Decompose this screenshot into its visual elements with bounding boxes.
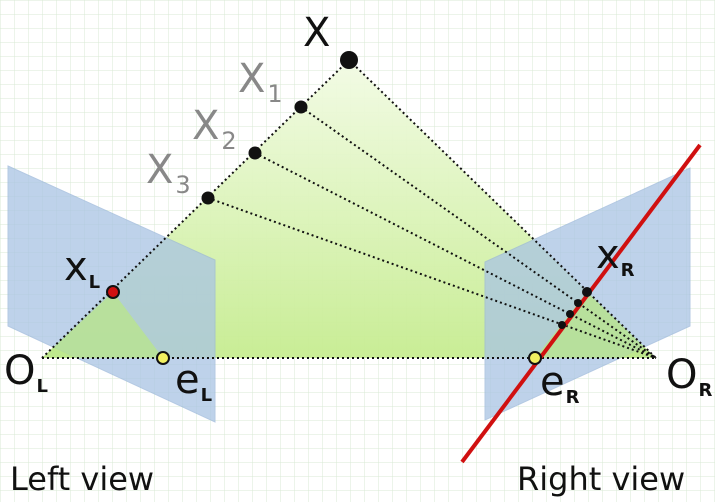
label-xl: xL: [64, 244, 100, 293]
point-x1: [294, 100, 308, 114]
caption-left-view: Left view: [10, 460, 154, 498]
label-xr: xR: [596, 232, 635, 281]
point-x: [340, 51, 358, 69]
label-el: eL: [175, 357, 212, 406]
caption-right-view: Right view: [517, 460, 685, 498]
label-or: OR: [666, 352, 712, 401]
left-plane-intersection: [42, 292, 163, 358]
label-x2: X2: [192, 103, 237, 155]
epipole-left: [156, 351, 170, 365]
label-x: X: [303, 10, 330, 56]
epipole-right: [528, 351, 542, 365]
image-point-xr: [582, 287, 592, 297]
point-x3: [201, 191, 215, 205]
image-point-x3r: [558, 321, 566, 329]
ray-x2-or: [254, 152, 657, 359]
ray-x3-or: [207, 197, 657, 359]
label-x3: X3: [146, 147, 191, 199]
label-er: eR: [540, 359, 580, 408]
point-x2: [248, 146, 262, 160]
image-point-x2r: [566, 310, 574, 318]
label-x1: X1: [238, 56, 283, 108]
image-point-x1r: [574, 299, 582, 307]
label-ol: OL: [4, 348, 48, 397]
image-point-xl: [106, 285, 120, 299]
ray-x-or: [348, 59, 657, 359]
